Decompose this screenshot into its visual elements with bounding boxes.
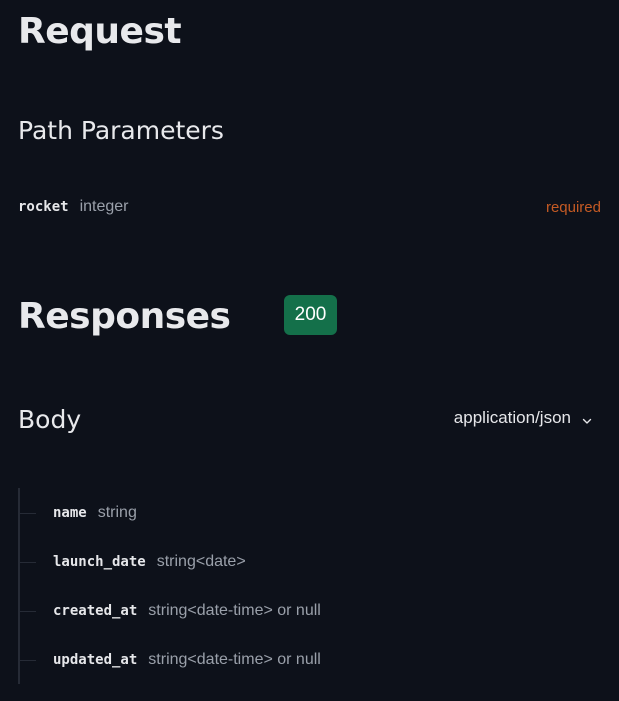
content-type-value: application/json — [453, 408, 571, 427]
param-name: rocket — [18, 199, 69, 215]
responses-heading: Responses — [18, 296, 231, 337]
tree-branch — [18, 610, 36, 612]
field-type: string — [97, 504, 137, 521]
field-row-updated-at: updated_at string<date-time> or null — [18, 649, 321, 671]
field-name: launch_date — [53, 554, 146, 570]
field-row-name: name string — [18, 502, 137, 524]
field-name: updated_at — [53, 652, 138, 668]
field-row-created-at: created_at string<date-time> or null — [18, 600, 321, 622]
content-type-select[interactable]: application/json — [454, 408, 593, 428]
field-tree-line — [18, 488, 20, 684]
tree-branch — [18, 659, 36, 661]
status-code-tab-200[interactable]: 200 — [284, 295, 337, 335]
required-badge: required — [545, 198, 601, 216]
field-type: string<date> — [156, 553, 246, 570]
tree-branch — [18, 512, 36, 514]
param-row-rocket: rocket integer required — [18, 196, 601, 218]
tree-branch — [18, 561, 36, 563]
field-row-launch-date: launch_date string<date> — [18, 551, 246, 573]
field-type: string<date-time> or null — [148, 651, 321, 668]
field-type: string<date-time> or null — [148, 602, 321, 619]
body-heading: Body — [18, 405, 82, 434]
chevron-down-icon — [581, 412, 593, 424]
param-type: integer — [79, 198, 129, 215]
request-heading: Request — [18, 11, 182, 52]
field-name: name — [53, 505, 87, 521]
path-parameters-heading: Path Parameters — [18, 116, 224, 145]
field-name: created_at — [53, 603, 138, 619]
